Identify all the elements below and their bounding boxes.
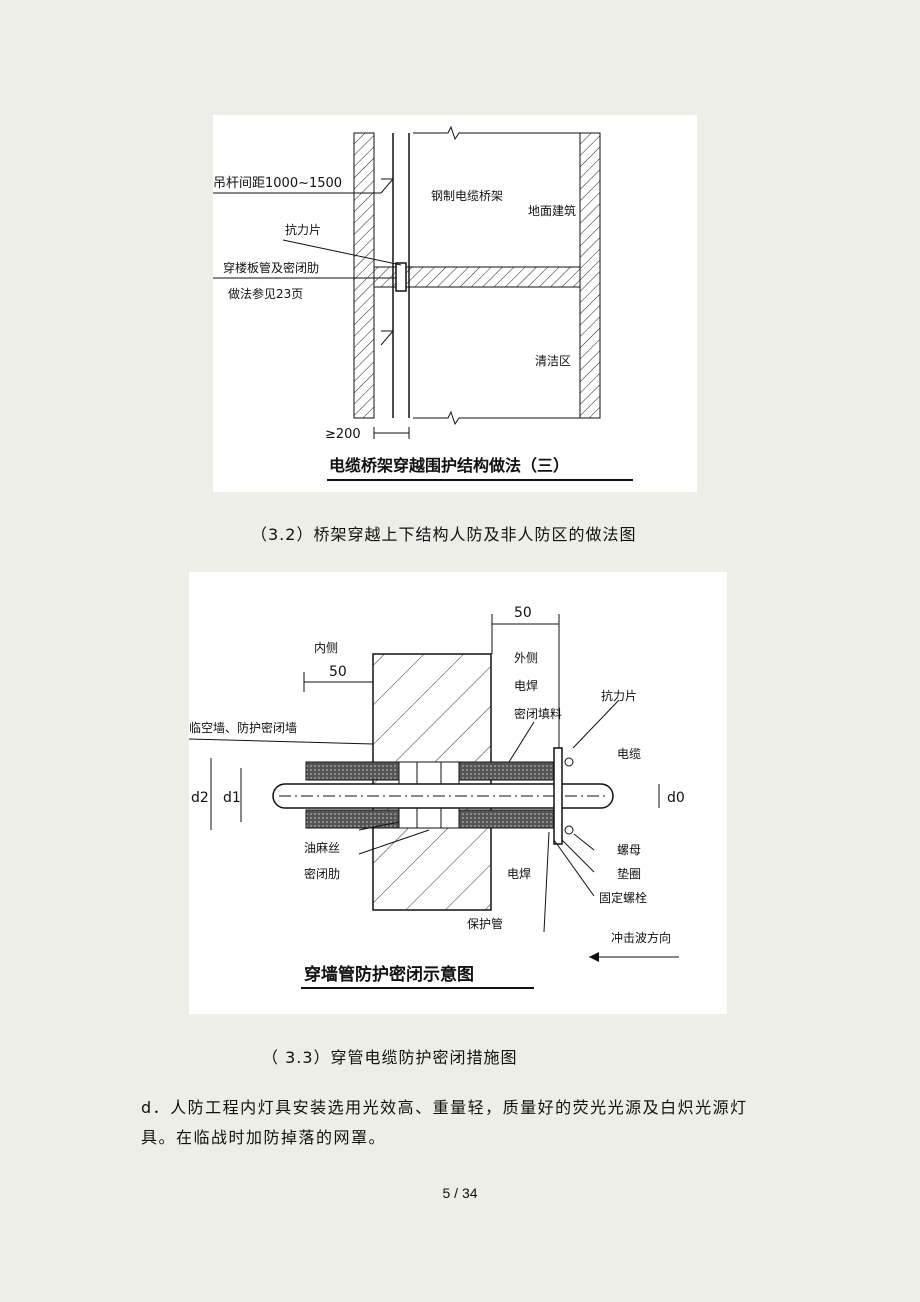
caption-3-2: （3.2）桥架穿越上下结构人防及非人防区的做法图 [251, 525, 637, 544]
label-wall: 临空墙、防护密闭墙 [189, 720, 297, 735]
figure-wall-pipe-seal: 50 内侧 50 外侧 电焊 抗力片 临空墙、防护密闭墙 密闭填料 电缆 d2 … [189, 572, 727, 1014]
label-dim-200: ≥200 [325, 427, 361, 442]
label-nut: 螺母 [617, 843, 641, 857]
label-ground-building: 地面建筑 [528, 203, 576, 218]
label-anti-force-plate: 抗力片 [285, 222, 321, 237]
figure-cable-tray-section: 吊杆间距1000~1500 钢制电缆桥架 地面建筑 抗力片 穿楼板管及密闭肋 做… [213, 115, 697, 492]
label-washer: 垫圈 [617, 866, 641, 881]
label-inside: 内侧 [314, 641, 338, 655]
label-outside: 外侧 [514, 651, 538, 665]
label-weld-bottom: 电焊 [507, 866, 531, 881]
paragraph-lighting: d．人防工程内灯具安装选用光效高、重量轻，质量好的荧光光源及白炽光源灯具。在临战… [141, 1098, 748, 1147]
right-wall [579, 132, 601, 419]
wall-pipe-diagram: 50 内侧 50 外侧 电焊 抗力片 临空墙、防护密闭墙 密闭填料 电缆 d2 … [189, 605, 685, 989]
label-protect-pipe: 保护管 [467, 916, 503, 931]
label-dim-50-left: 50 [329, 664, 347, 680]
figure1-title: 电缆桥架穿越围护结构做法（三） [329, 456, 569, 475]
figure2-title: 穿墙管防护密闭示意图 [304, 964, 474, 985]
label-reference: 做法参见23页 [228, 286, 303, 301]
label-d0: d0 [667, 790, 685, 806]
label-seal-rib: 密闭肋 [304, 866, 340, 881]
label-dim-50-top: 50 [514, 605, 532, 621]
label-anti-force-plate-2: 抗力片 [601, 688, 637, 703]
flange [553, 747, 563, 845]
left-wall [353, 132, 375, 419]
label-steel-tray: 钢制电缆桥架 [431, 189, 503, 203]
label-bolt: 固定螺栓 [599, 890, 647, 905]
label-seal-filler: 密闭填料 [514, 706, 562, 721]
label-cable: 电缆 [617, 747, 641, 761]
label-clean-zone: 清洁区 [535, 354, 571, 368]
label-weld-top: 电焊 [514, 678, 538, 693]
page-number: 5 / 34 [442, 1185, 478, 1201]
label-sleeve: 穿楼板管及密闭肋 [223, 260, 319, 275]
label-d1: d1 [223, 790, 241, 806]
label-hanger-spacing: 吊杆间距1000~1500 [213, 176, 342, 191]
cable-tray-diagram: 吊杆间距1000~1500 钢制电缆桥架 地面建筑 抗力片 穿楼板管及密闭肋 做… [213, 125, 633, 481]
caption-3-3: （ 3.3）穿管电缆防护密闭措施图 [262, 1048, 518, 1067]
label-shock-direction: 冲击波方向 [611, 930, 671, 945]
floor-slab [373, 266, 581, 288]
label-d2: d2 [191, 790, 209, 806]
label-oakum: 油麻丝 [304, 840, 340, 855]
